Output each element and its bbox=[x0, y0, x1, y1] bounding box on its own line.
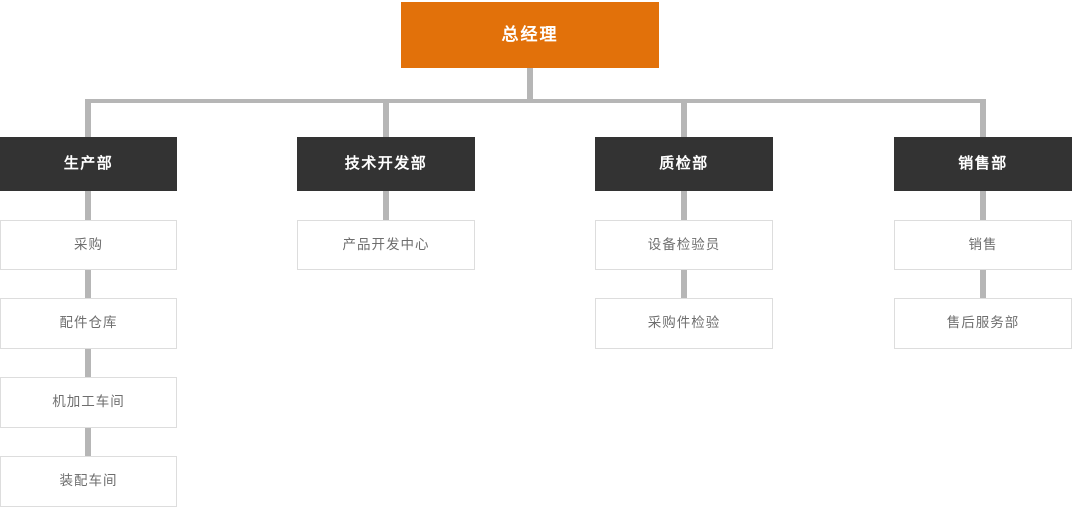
org-node-dept-4[interactable]: 销售部 bbox=[894, 137, 1072, 191]
connector-dept3-to-child1 bbox=[681, 191, 687, 221]
org-node-dept-1-child-1[interactable]: 采购 bbox=[0, 220, 177, 270]
org-node-dept-1-child-3-label: 机加工车间 bbox=[52, 394, 125, 410]
connector-bus-drop-3 bbox=[681, 99, 687, 139]
org-node-root[interactable]: 总经理 bbox=[401, 2, 659, 68]
org-node-dept-2-child-1[interactable]: 产品开发中心 bbox=[297, 220, 475, 270]
org-node-dept-2[interactable]: 技术开发部 bbox=[297, 137, 475, 191]
org-node-dept-4-child-2[interactable]: 售后服务部 bbox=[894, 298, 1072, 349]
connector-dept1-child1-to-child2 bbox=[85, 270, 91, 299]
org-node-dept-4-child-1[interactable]: 销售 bbox=[894, 220, 1072, 270]
org-node-dept-4-child-1-label: 销售 bbox=[968, 236, 998, 252]
connector-bus-drop-1 bbox=[85, 99, 91, 139]
org-node-dept-2-child-1-label: 产品开发中心 bbox=[342, 236, 430, 252]
org-node-dept-3-child-1[interactable]: 设备检验员 bbox=[595, 220, 773, 270]
connector-root-stem bbox=[527, 68, 533, 103]
connector-bus-drop-2 bbox=[383, 99, 389, 139]
org-node-dept-4-label: 销售部 bbox=[958, 155, 1008, 172]
org-node-dept-1-label: 生产部 bbox=[63, 155, 114, 172]
connector-dept4-to-child1 bbox=[980, 191, 986, 221]
connector-bus-horizontal bbox=[85, 99, 986, 103]
org-node-dept-1-child-4[interactable]: 装配车间 bbox=[0, 456, 177, 507]
org-node-dept-3-child-1-label: 设备检验员 bbox=[647, 236, 721, 252]
connector-dept4-child1-to-child2 bbox=[980, 270, 986, 299]
org-node-dept-2-label: 技术开发部 bbox=[344, 155, 428, 172]
connector-dept1-child2-to-child3 bbox=[85, 349, 91, 378]
org-node-dept-1-child-2[interactable]: 配件仓库 bbox=[0, 298, 177, 349]
org-node-dept-1-child-4-label: 装配车间 bbox=[59, 473, 118, 489]
org-node-dept-1[interactable]: 生产部 bbox=[0, 137, 177, 191]
org-node-dept-4-child-2-label: 售后服务部 bbox=[946, 315, 1020, 331]
connector-bus-drop-4 bbox=[980, 99, 986, 139]
connector-dept1-child3-to-child4 bbox=[85, 428, 91, 457]
org-node-dept-3[interactable]: 质检部 bbox=[595, 137, 773, 191]
connector-dept2-to-child1 bbox=[383, 191, 389, 221]
org-node-dept-1-child-2-label: 配件仓库 bbox=[59, 315, 118, 331]
org-node-dept-3-child-2[interactable]: 采购件检验 bbox=[595, 298, 773, 349]
org-node-dept-3-child-2-label: 采购件检验 bbox=[647, 315, 721, 331]
org-node-root-label: 总经理 bbox=[501, 24, 559, 44]
org-node-dept-3-label: 质检部 bbox=[659, 155, 709, 172]
connector-dept1-to-child1 bbox=[85, 191, 91, 221]
org-node-dept-1-child-3[interactable]: 机加工车间 bbox=[0, 377, 177, 428]
org-node-dept-1-child-1-label: 采购 bbox=[74, 236, 103, 252]
connector-dept3-child1-to-child2 bbox=[681, 270, 687, 299]
